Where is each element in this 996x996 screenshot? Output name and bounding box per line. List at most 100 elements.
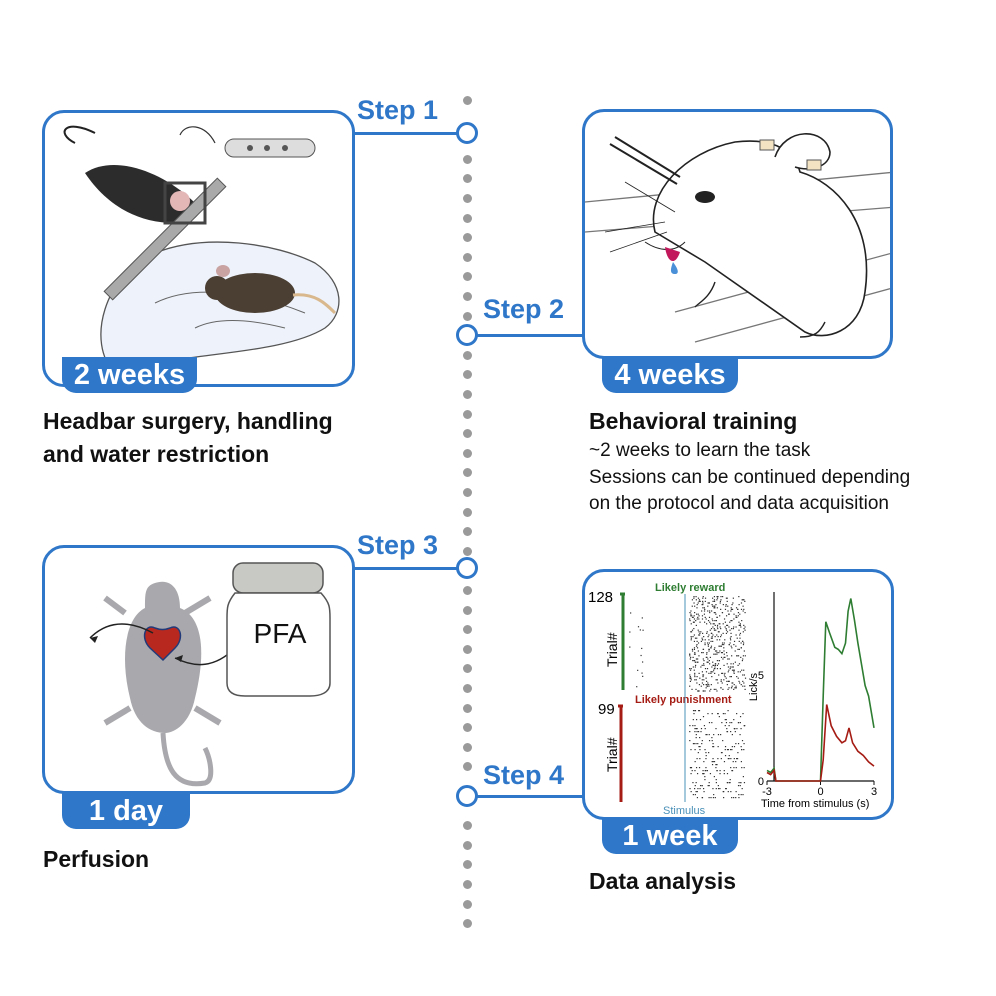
behavioral-training-mouse-illustration bbox=[585, 133, 890, 343]
raster-tick bbox=[710, 688, 712, 690]
raster-tick bbox=[697, 731, 700, 733]
pfa-jar-label: PFA bbox=[253, 618, 307, 649]
raster-tick bbox=[701, 743, 703, 745]
raster-tick bbox=[743, 782, 746, 784]
raster-tick bbox=[703, 664, 705, 666]
reward-lick-rate-line bbox=[766, 598, 875, 782]
raster-tick bbox=[716, 597, 719, 599]
raster-tick bbox=[711, 610, 713, 612]
raster-tick bbox=[694, 725, 696, 727]
raster-tick bbox=[731, 608, 734, 610]
raster-tick bbox=[694, 710, 696, 712]
raster-tick bbox=[705, 671, 708, 673]
raster-tick bbox=[705, 755, 707, 757]
raster-tick bbox=[711, 764, 714, 766]
raster-tick bbox=[689, 680, 692, 682]
raster-tick bbox=[693, 640, 696, 642]
raster-tick bbox=[716, 668, 719, 670]
raster-tick bbox=[697, 658, 699, 660]
raster-tick bbox=[723, 664, 725, 666]
raster-tick bbox=[702, 674, 704, 676]
raster-tick bbox=[738, 604, 740, 606]
raster-tick bbox=[737, 655, 740, 657]
raster-tick bbox=[704, 776, 706, 778]
timeline-dot bbox=[463, 350, 472, 360]
raster-tick bbox=[696, 676, 698, 678]
timeline-dot bbox=[463, 252, 472, 262]
raster-tick bbox=[713, 776, 715, 778]
raster-tick bbox=[689, 725, 691, 727]
raster-tick bbox=[708, 650, 710, 652]
raster-tick bbox=[738, 797, 740, 799]
raster-tick bbox=[704, 639, 706, 641]
raster-tick bbox=[705, 758, 707, 760]
raster-tick bbox=[730, 791, 732, 793]
raster-tick bbox=[714, 607, 716, 609]
raster-tick bbox=[712, 797, 715, 799]
raster-tick bbox=[705, 684, 707, 686]
raster-tick bbox=[716, 770, 718, 772]
raster-tick bbox=[703, 773, 705, 775]
raster-tick bbox=[709, 656, 711, 658]
raster-tick bbox=[728, 687, 730, 689]
raster-tick bbox=[693, 647, 696, 649]
raster-tick bbox=[700, 728, 703, 730]
raster-tick bbox=[706, 623, 708, 625]
raster-tick bbox=[741, 767, 743, 769]
raster-tick bbox=[702, 632, 704, 634]
raster-tick bbox=[722, 632, 724, 634]
raster-tick bbox=[735, 634, 737, 636]
raster-tick bbox=[719, 650, 721, 652]
timeline-dot bbox=[463, 370, 472, 380]
raster-tick bbox=[720, 599, 722, 601]
raster-tick bbox=[736, 713, 738, 715]
raster-tick bbox=[733, 758, 735, 760]
raster-tick bbox=[711, 636, 713, 638]
raster-tick bbox=[703, 610, 706, 612]
raster-tick bbox=[690, 615, 692, 617]
raster-tick bbox=[694, 666, 696, 668]
raster-tick bbox=[727, 791, 729, 793]
raster-tick bbox=[724, 713, 726, 715]
raster-tick bbox=[716, 634, 718, 636]
raster-tick bbox=[717, 788, 720, 790]
raster-tick bbox=[722, 623, 724, 625]
raster-tick bbox=[744, 725, 746, 727]
raster-tick bbox=[726, 731, 728, 733]
raster-tick bbox=[699, 788, 701, 790]
raster-tick bbox=[713, 653, 715, 655]
raster-tick bbox=[702, 788, 705, 790]
raster-tick bbox=[711, 737, 713, 739]
raster-tick bbox=[696, 647, 699, 649]
raster-tick bbox=[690, 677, 692, 679]
raster-tick bbox=[693, 713, 695, 715]
raster-tick bbox=[707, 644, 709, 646]
raster-tick bbox=[721, 682, 723, 684]
step-2-node bbox=[456, 324, 478, 346]
y-tick-label: 0 bbox=[758, 776, 764, 788]
raster-tick bbox=[716, 616, 718, 618]
raster-tick bbox=[718, 674, 720, 676]
raster-tick bbox=[699, 785, 702, 787]
raster-tick bbox=[719, 636, 722, 638]
raster-tick bbox=[697, 642, 700, 644]
step-2-connector bbox=[476, 334, 586, 337]
raster-tick bbox=[716, 764, 718, 766]
raster-tick bbox=[698, 710, 701, 712]
raster-tick bbox=[690, 636, 692, 638]
raster-tick bbox=[735, 616, 737, 618]
raster-tick bbox=[698, 631, 700, 633]
raster-tick bbox=[725, 719, 727, 721]
raster-tick bbox=[718, 645, 720, 647]
raster-tick bbox=[738, 596, 740, 598]
raster-tick bbox=[701, 785, 703, 787]
raster-tick bbox=[702, 607, 704, 609]
punishment-label: Likely punishment bbox=[635, 694, 732, 706]
raster-tick bbox=[714, 636, 716, 638]
raster-tick bbox=[732, 663, 734, 665]
step-2-panel bbox=[582, 109, 893, 359]
raster-tick bbox=[740, 684, 742, 686]
raster-tick bbox=[717, 631, 720, 633]
raster-tick bbox=[737, 664, 739, 666]
